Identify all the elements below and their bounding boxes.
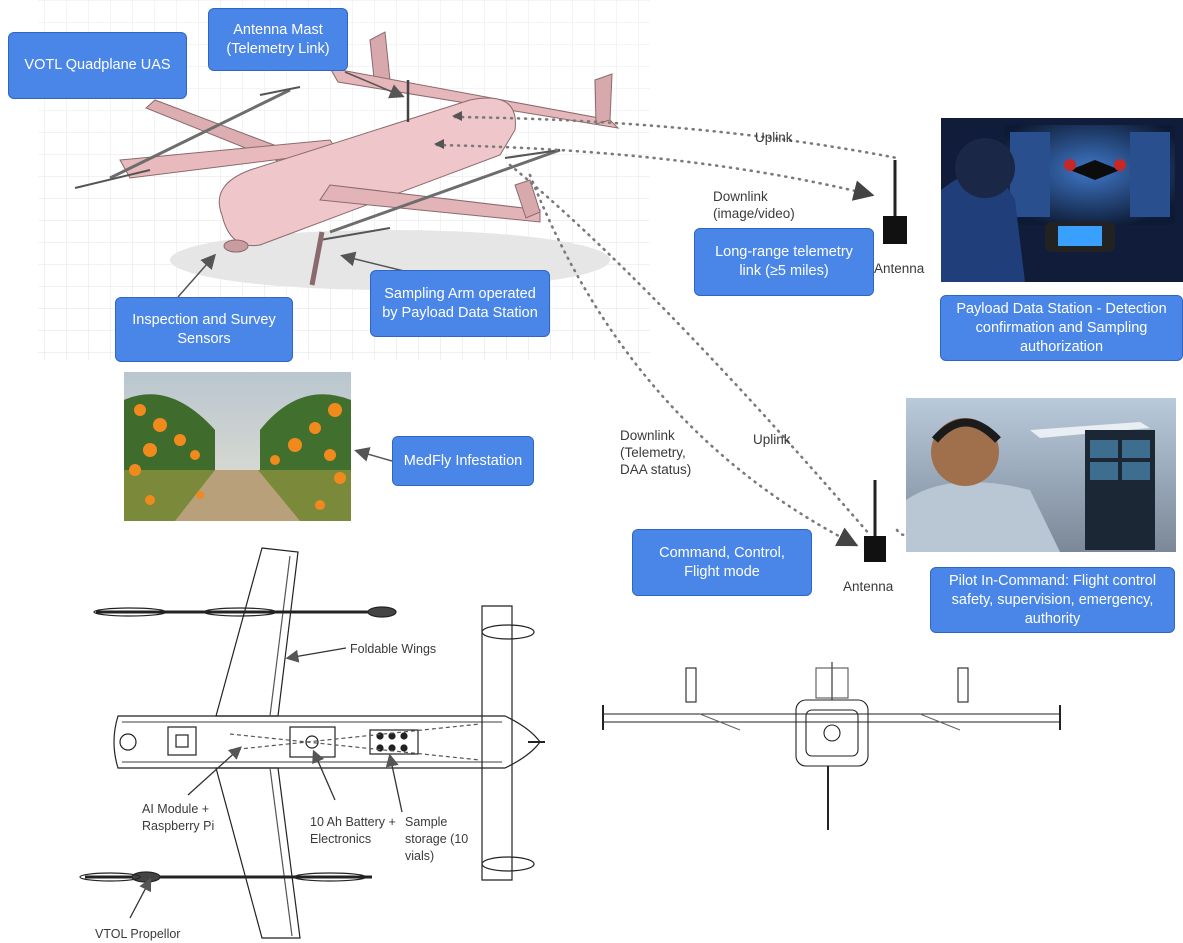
label-uplink-top: Uplink <box>755 129 793 146</box>
callout-pic-text: Pilot In-Command: Flight control safety,… <box>939 572 1166 629</box>
callout-sampling-arm-text: Sampling Arm operated by Payload Data St… <box>379 285 541 323</box>
callout-antenna-mast-text: Antenna Mast (Telemetry Link) <box>217 21 339 59</box>
pilot-photo <box>906 398 1176 552</box>
label-battery: 10 Ah Battery + Electronics <box>310 814 408 848</box>
callout-pilot-in-command: Pilot In-Command: Flight control safety,… <box>930 567 1175 633</box>
orchard-photo <box>124 372 351 521</box>
callout-sampling-arm: Sampling Arm operated by Payload Data St… <box>370 270 550 337</box>
payload-station-photo <box>941 118 1183 282</box>
schematic-front-view <box>603 662 1060 830</box>
callout-votl-text: VOTL Quadplane UAS <box>24 56 170 75</box>
label-antenna-bottom: Antenna <box>843 578 893 595</box>
callout-payload-station-text: Payload Data Station - Detection confirm… <box>949 300 1174 357</box>
callout-command-text: Command, Control, Flight mode <box>641 544 803 582</box>
antenna-top <box>883 160 907 244</box>
label-uplink-bottom: Uplink <box>753 431 791 448</box>
callout-command-control: Command, Control, Flight mode <box>632 529 812 596</box>
label-antenna-top: Antenna <box>874 260 924 277</box>
label-downlink-bottom: Downlink (Telemetry, DAA status) <box>620 427 708 478</box>
callout-medfly: MedFly Infestation <box>392 436 534 486</box>
label-ai-module: AI Module + Raspberry Pi <box>142 801 234 835</box>
label-downlink-top: Downlink (image/video) <box>713 188 823 222</box>
label-vtol-propellor: VTOL Propellor <box>95 926 180 943</box>
callout-antenna-mast: Antenna Mast (Telemetry Link) <box>208 8 348 71</box>
callout-inspection-sensors: Inspection and Survey Sensors <box>115 297 293 362</box>
callout-long-range-link: Long-range telemetry link (≥5 miles) <box>694 228 874 296</box>
callout-inspection-text: Inspection and Survey Sensors <box>124 311 284 349</box>
callout-payload-station: Payload Data Station - Detection confirm… <box>940 295 1183 361</box>
label-foldable-wings: Foldable Wings <box>350 641 436 658</box>
schematic-top-view <box>80 548 545 938</box>
label-sample-storage: Sample storage (10 vials) <box>405 814 475 865</box>
callout-votl-quadplane: VOTL Quadplane UAS <box>8 32 187 99</box>
callout-medfly-text: MedFly Infestation <box>404 452 522 471</box>
antenna-bottom <box>864 480 886 562</box>
callout-long-range-text: Long-range telemetry link (≥5 miles) <box>703 243 865 281</box>
